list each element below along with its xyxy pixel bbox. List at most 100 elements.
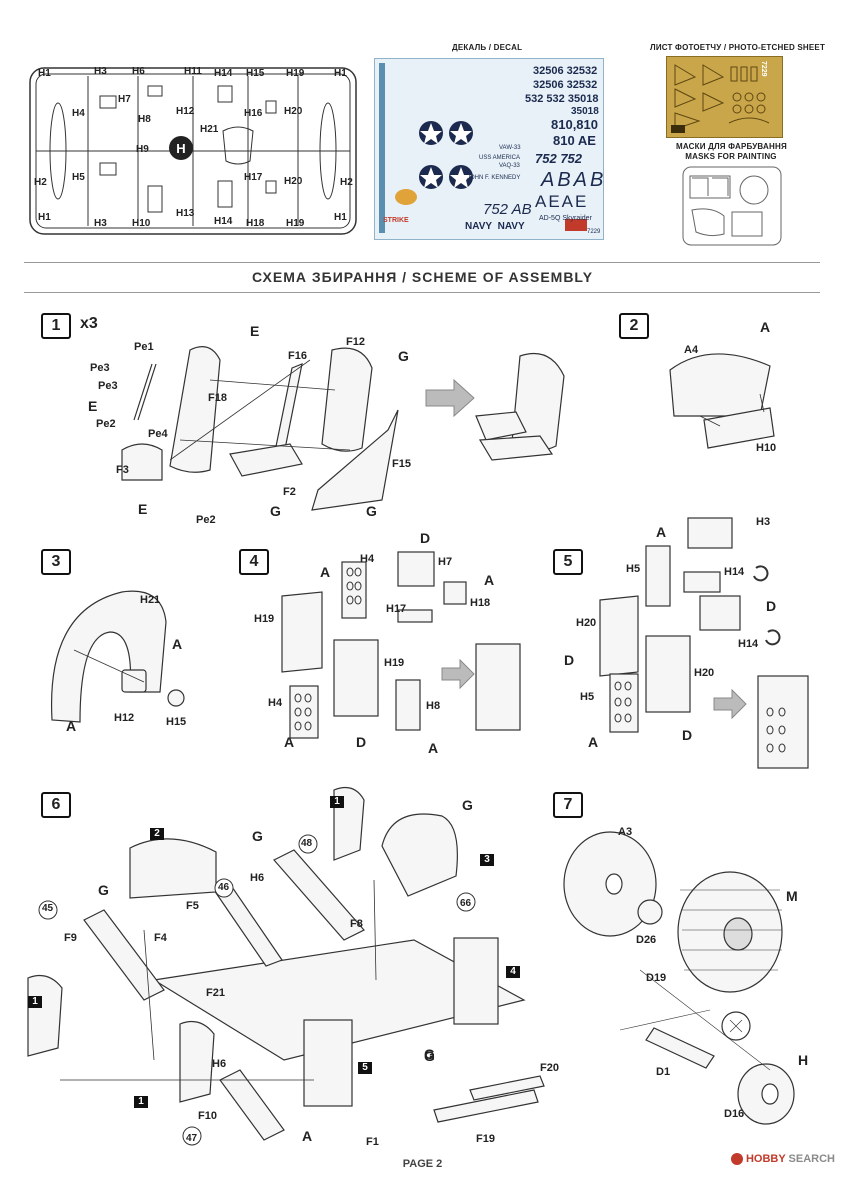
s6-callout-45: 45 bbox=[42, 903, 54, 914]
decal-text-vaq: VAQ-33 bbox=[499, 163, 520, 169]
s1-label-pe2-top: Pe2 bbox=[96, 418, 116, 430]
s7-label-d19: D19 bbox=[646, 972, 667, 984]
s6-ref-step-1-top: 1 bbox=[330, 796, 344, 808]
svg-text:H: H bbox=[176, 141, 185, 156]
watermark: HOBBY SEARCH bbox=[730, 1153, 835, 1166]
step-7-badge: 7 bbox=[553, 792, 583, 818]
s7-label-d26: D26 bbox=[636, 934, 657, 946]
sprue-label-h4: H4 bbox=[72, 108, 85, 119]
s6-label-g-floor: G bbox=[424, 1048, 435, 1064]
s4-label-h7: H7 bbox=[438, 556, 453, 568]
sprue-label-h10: H10 bbox=[132, 218, 151, 229]
sprue-label-h19-bottom: H19 bbox=[286, 218, 305, 229]
decal-text-aeae: AEAE bbox=[535, 192, 589, 211]
decal-text-32506a: 32506 bbox=[533, 65, 564, 77]
sprue-label-h6: H6 bbox=[132, 66, 145, 77]
s5-label-h14-bottom: H14 bbox=[738, 638, 759, 650]
sprue-label-h21: H21 bbox=[200, 124, 219, 135]
s5-label-d-right: D bbox=[766, 598, 777, 614]
sprue-label-h2-right: H2 bbox=[340, 177, 353, 188]
s4-label-a-h8: A bbox=[428, 740, 439, 756]
s6-label-f20: F20 bbox=[540, 1062, 559, 1074]
s4-label-h4-top: H4 bbox=[360, 553, 375, 565]
decal-text-navy-a: NAVY bbox=[465, 221, 493, 232]
sprue-label-h5: H5 bbox=[72, 172, 85, 183]
s6-ref-step-4: 4 bbox=[506, 966, 520, 978]
watermark-brand: HOBBY bbox=[745, 1153, 786, 1165]
step-5-badge: 5 bbox=[553, 549, 583, 575]
decal-text-810: 810 bbox=[553, 133, 575, 148]
decal-text-810-810: 810,810 bbox=[551, 117, 598, 132]
s7-label-h: H bbox=[798, 1052, 809, 1068]
s4-label-h17: H17 bbox=[386, 603, 407, 615]
decal-text-532b: 532 bbox=[546, 93, 565, 105]
mask-sheet bbox=[682, 166, 782, 246]
s3-label-h15: H15 bbox=[166, 716, 187, 728]
sprue-label-h8: H8 bbox=[138, 114, 151, 125]
decal-sheet: 32506 32532 32506 32532 532 532 35018 35… bbox=[374, 58, 604, 240]
s6-label-f10: F10 bbox=[198, 1110, 217, 1122]
decal-text-vaw: VAW-33 bbox=[499, 145, 521, 151]
decal-text-752b: 752 bbox=[560, 151, 583, 166]
step-1-result-seat bbox=[475, 352, 565, 461]
s1-label-pe4: Pe4 bbox=[148, 428, 168, 440]
step-4-drawing bbox=[281, 551, 521, 739]
s1-label-e-left: E bbox=[88, 398, 98, 414]
watermark-rest: SEARCH bbox=[788, 1153, 835, 1165]
s5-label-h14-top: H14 bbox=[724, 566, 745, 578]
s4-label-d-bottom: D bbox=[356, 734, 367, 750]
title-rule-bottom bbox=[24, 292, 820, 293]
s4-label-h19-left: H19 bbox=[254, 613, 275, 625]
decal-brand-logo bbox=[565, 219, 587, 231]
sprue-label-h1-bl: H1 bbox=[38, 212, 51, 223]
s6-ref-step-5: 5 bbox=[358, 1062, 372, 1074]
decal-header: ДЕКАЛЬ / DECAL bbox=[452, 43, 523, 52]
decal-text-abab: ABAB bbox=[541, 169, 607, 191]
decal-text-ab: AB bbox=[511, 201, 532, 218]
s1-label-pe2-bottom: Pe2 bbox=[196, 514, 216, 526]
title-rule-top bbox=[24, 262, 820, 263]
page-title: СХЕМА ЗБИРАННЯ / SCHEME OF ASSEMBLY bbox=[251, 269, 594, 285]
s5-label-d-bottom: D bbox=[682, 727, 693, 743]
pe-sheet: 7229 bbox=[666, 56, 783, 138]
step-1-drawing bbox=[121, 346, 475, 511]
s1-label-g-top: G bbox=[398, 348, 409, 364]
s1-label-f18: F18 bbox=[208, 392, 227, 404]
decal-text-35018a: 35018 bbox=[567, 93, 599, 105]
pe-header: ЛИСТ ФОТОЕТЧУ / PHOTO-ETCHED SHEET bbox=[650, 43, 826, 52]
step-7-drawing bbox=[563, 831, 795, 1125]
s6-callout-48: 48 bbox=[301, 838, 313, 849]
decal-edge-strip bbox=[379, 63, 385, 233]
step-1-badge: 1 bbox=[41, 313, 71, 339]
sprue-label-h20-top: H20 bbox=[284, 106, 303, 117]
s6-label-f1: F1 bbox=[366, 1136, 379, 1148]
s5-label-h3: H3 bbox=[756, 516, 771, 528]
s6-callout-46: 46 bbox=[218, 882, 230, 893]
s1-label-g-bottom: G bbox=[366, 503, 377, 519]
sprue-label-h12: H12 bbox=[176, 106, 195, 117]
decal-text-jfk: JOHN F. KENNEDY bbox=[467, 175, 521, 181]
sprue-label-h18: H18 bbox=[246, 218, 265, 229]
sprue-label-h1-tl: H1 bbox=[38, 68, 51, 79]
s4-label-h8: H8 bbox=[426, 700, 441, 712]
s3-label-h12: H12 bbox=[114, 712, 135, 724]
s6-label-g-left: G bbox=[98, 882, 109, 898]
s6-label-a-bottom: A bbox=[302, 1128, 313, 1144]
s6-label-f5: F5 bbox=[186, 900, 199, 912]
s6-label-f8: F8 bbox=[350, 918, 363, 930]
decal-text-532a: 532 bbox=[525, 93, 544, 105]
decal-text-32532b: 32532 bbox=[566, 79, 598, 91]
s7-label-m: M bbox=[786, 888, 798, 904]
s6-label-h6-bottom: H6 bbox=[212, 1058, 227, 1070]
sprue-label-h7: H7 bbox=[118, 94, 131, 105]
decal-text-navy-b: NAVY bbox=[497, 221, 525, 232]
decal-text-32532a: 32532 bbox=[566, 65, 598, 77]
decal-text-ae: AE bbox=[577, 133, 596, 148]
s4-label-a-right: A bbox=[484, 572, 495, 588]
step-5-drawing bbox=[599, 517, 809, 769]
sprue-label-h1-tr: H1 bbox=[334, 68, 347, 79]
decal-squadron-badge bbox=[395, 189, 417, 205]
sprue-label-h15: H15 bbox=[246, 68, 265, 79]
s3-label-a-right: A bbox=[172, 636, 183, 652]
s5-label-h5-top: H5 bbox=[626, 563, 641, 575]
